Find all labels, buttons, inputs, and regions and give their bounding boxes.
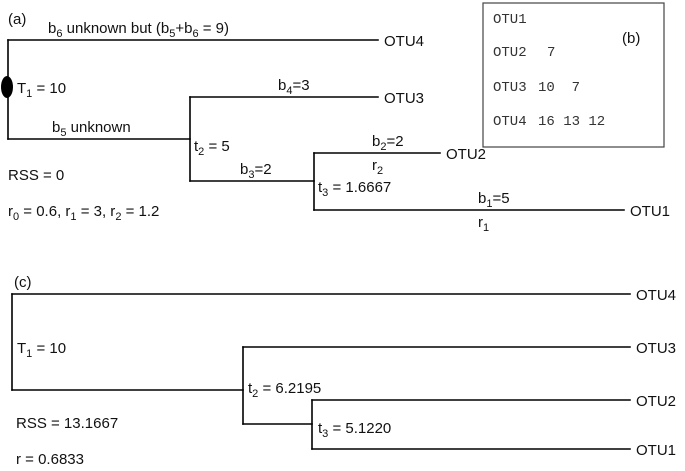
b5-label: b5 unknown	[52, 119, 131, 139]
panel-c-label: (c)	[14, 274, 32, 291]
leaf-otu4: OTU4	[384, 33, 424, 50]
rate-label: r = 0.6833	[16, 451, 84, 468]
panel-a-label: (a)	[8, 11, 26, 28]
root-time-label: T1 = 10	[17, 80, 66, 100]
leaf-otu2: OTU2	[446, 146, 486, 163]
root-time-label: T1 = 10	[17, 340, 66, 360]
r1-label: r1	[478, 214, 489, 234]
panel-b-distance-matrix: (b) OTU1 OTU2 7 OTU3 10 7 OTU4 16 13 12	[482, 2, 665, 148]
rss-label: RSS = 0	[8, 167, 64, 184]
panel-a: (a) b6 unknown but (b5+b6 = 9) T1 = 10 b…	[1, 11, 670, 234]
t2-label: t2 = 5	[194, 138, 230, 158]
b1-label: b1=5	[478, 190, 510, 210]
leaf-otu3: OTU3	[384, 90, 424, 107]
matrix-row-values: 16 13 12	[538, 114, 605, 130]
leaf-otu4: OTU4	[636, 287, 676, 304]
rates-label: r0 = 0.6, r1 = 3, r2 = 1.2	[8, 203, 159, 223]
b3-label: b3=2	[240, 161, 272, 181]
matrix-row-name: OTU3	[493, 80, 527, 96]
t3-label: t3 = 1.6667	[318, 179, 391, 199]
matrix-row-name: OTU1	[493, 12, 527, 28]
matrix-row-name: OTU2	[493, 45, 527, 61]
matrix-row-name: OTU4	[493, 114, 527, 130]
rss-label: RSS = 13.1667	[16, 415, 118, 432]
r2-label: r2	[372, 157, 383, 177]
distance-matrix-box	[482, 2, 665, 148]
t3-label: t3 = 5.1220	[318, 420, 391, 440]
root-node-marker	[1, 76, 13, 98]
b6-label: b6 unknown but (b5+b6 = 9)	[48, 20, 229, 40]
matrix-row-values: 10 7	[538, 80, 580, 96]
matrix-row-values: 7	[547, 45, 555, 61]
panel-c: (c) T1 = 10 t2 = 6.2195 t3 = 5.1220 RSS …	[11, 274, 676, 468]
panel-b-label: (b)	[622, 30, 640, 47]
b2-label: b2=2	[372, 133, 404, 153]
t2-label: t2 = 6.2195	[248, 380, 321, 400]
leaf-otu2: OTU2	[636, 393, 676, 410]
b4-label: b4=3	[278, 77, 310, 97]
leaf-otu1: OTU1	[636, 442, 676, 459]
leaf-otu1: OTU1	[630, 203, 670, 220]
leaf-otu3: OTU3	[636, 340, 676, 357]
